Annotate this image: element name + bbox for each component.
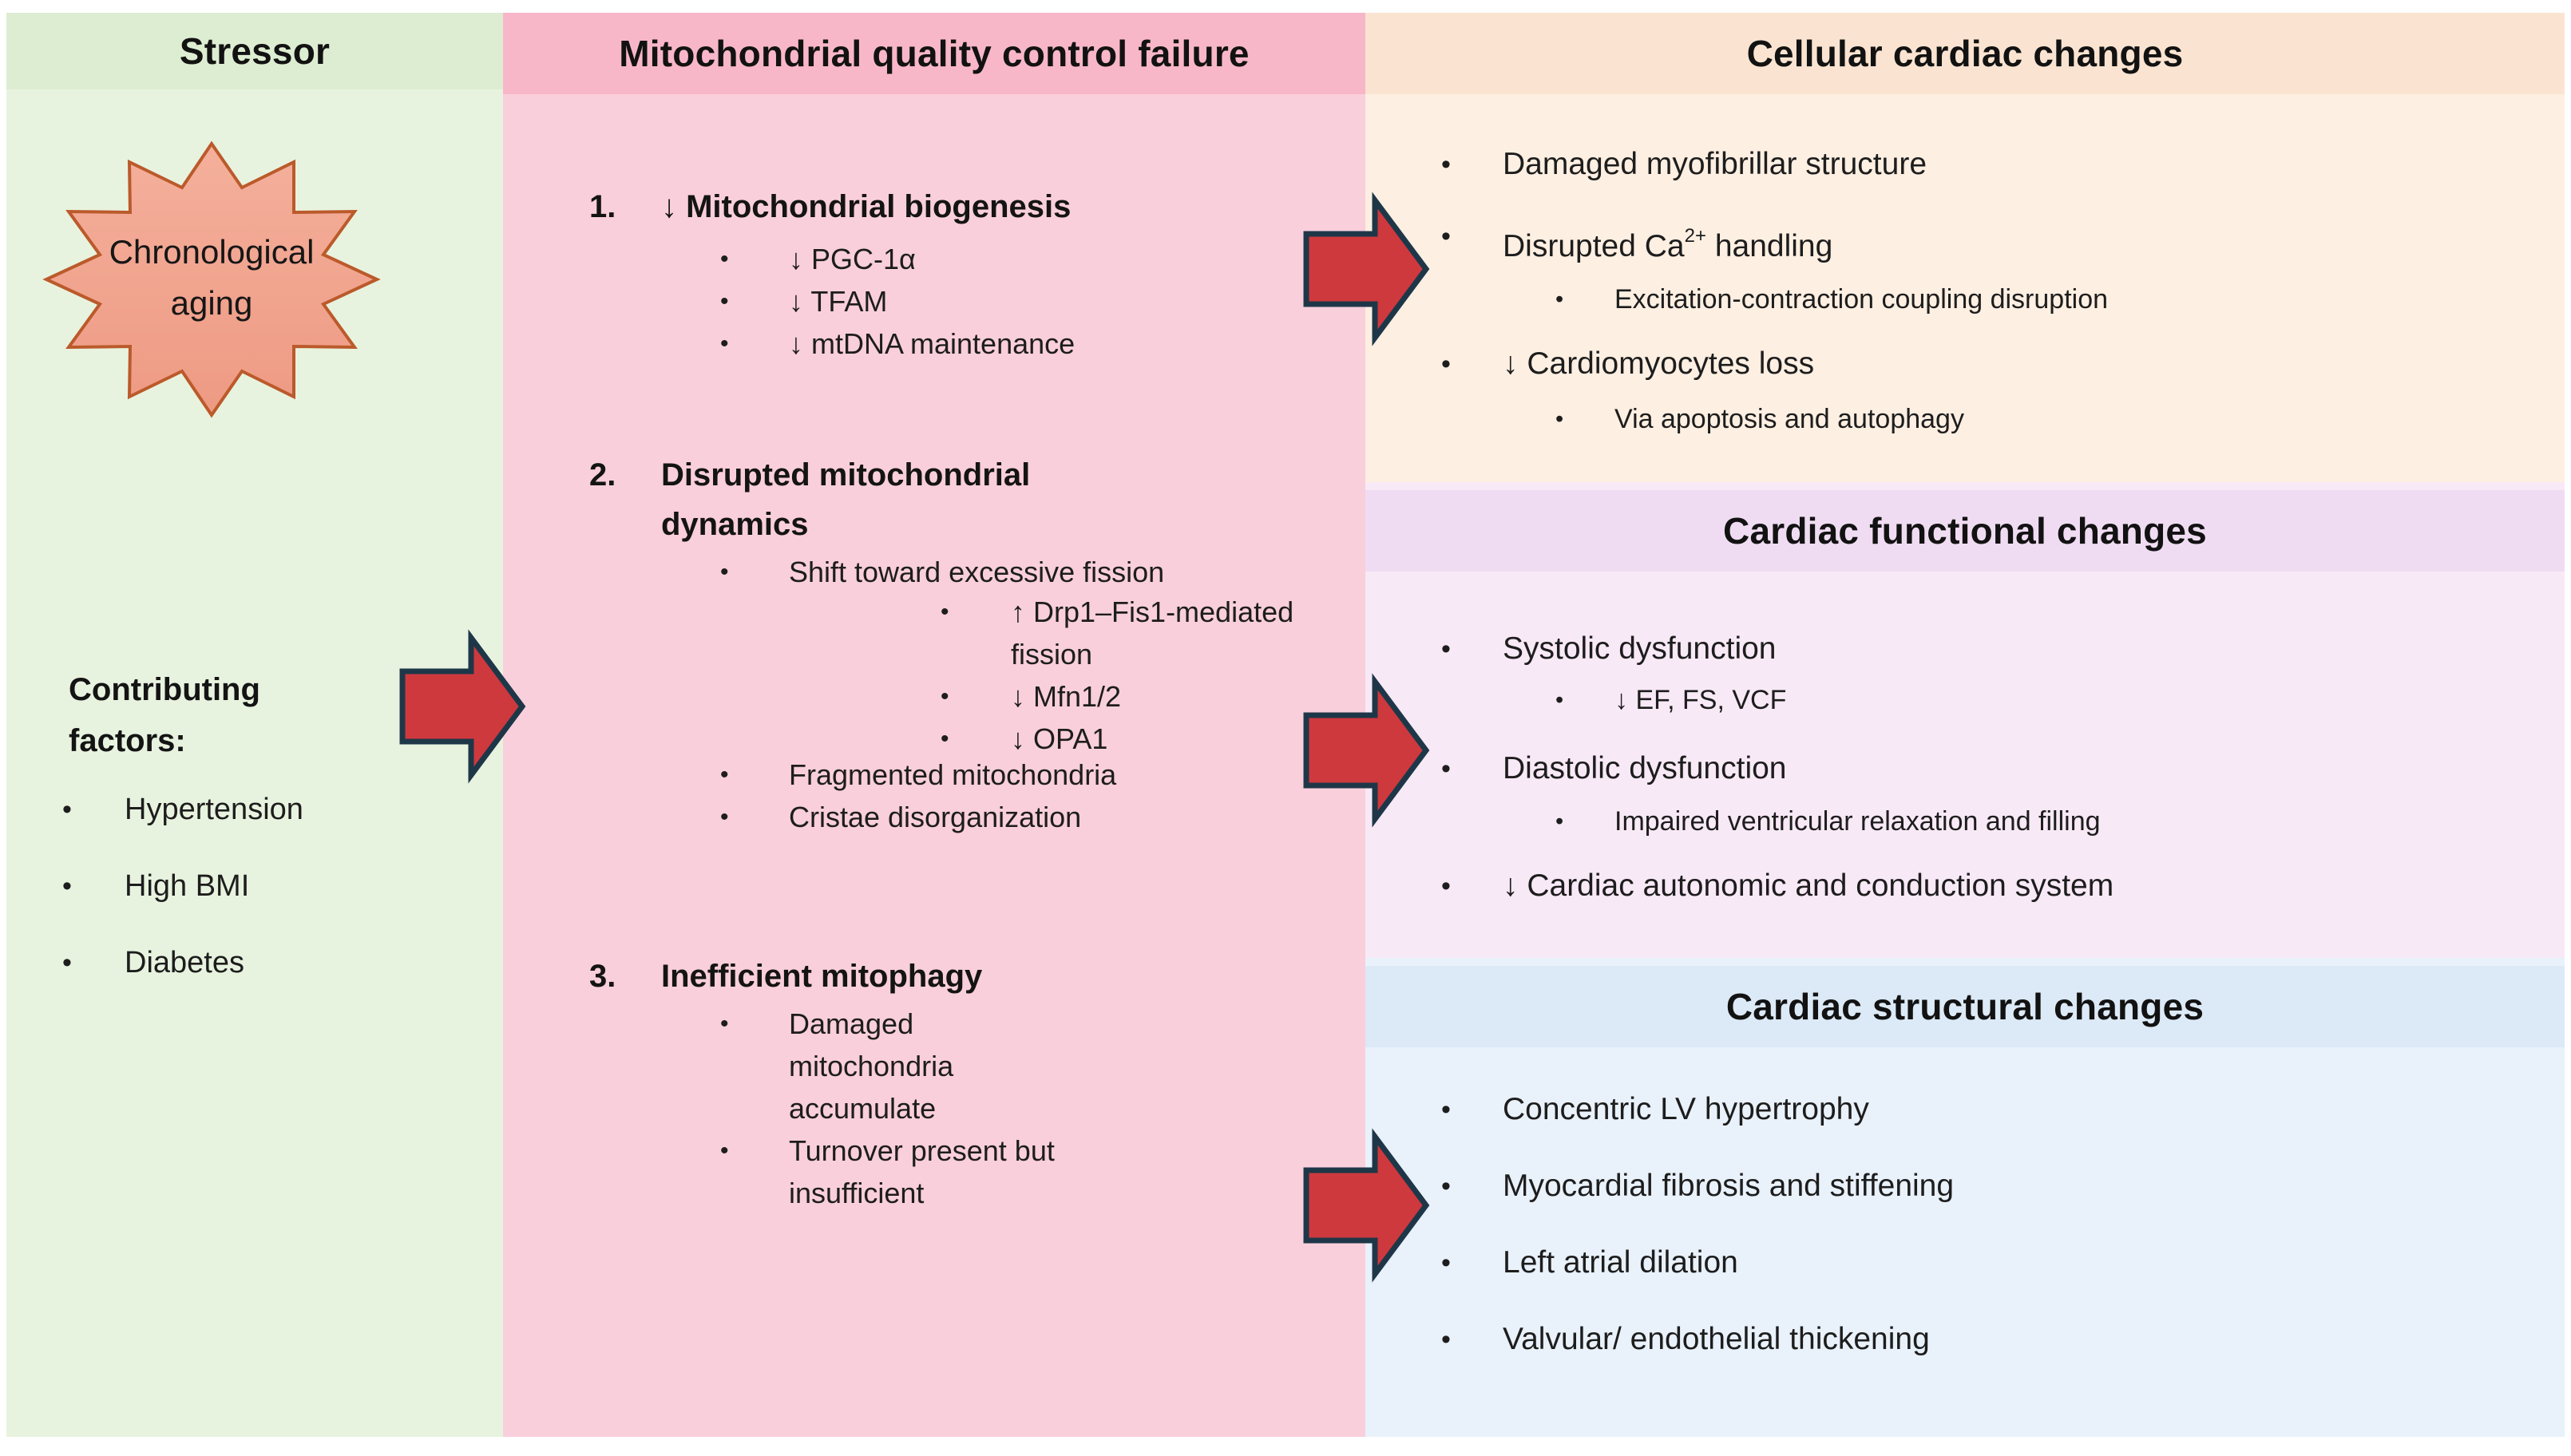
list-item: ↑ Drp1–Fis1-mediated fission xyxy=(941,591,1324,675)
mqcf-mitophagy-bullets: Damaged mitochondria accumulate Turnover… xyxy=(720,1003,1064,1214)
mqcf-dynamics-subbullets: ↑ Drp1–Fis1-mediated fission ↓ Mfn1/2 ↓ … xyxy=(941,591,1324,760)
cellular-changes-panel: Cellular cardiac changes Damaged myofibr… xyxy=(1365,13,2565,482)
item-title: Inefficient mitophagy xyxy=(661,959,983,994)
starburst-label-line1: Chronological xyxy=(109,233,315,271)
list-item: High BMI xyxy=(62,868,446,904)
functional-changes-panel: Cardiac functional changes Systolic dysf… xyxy=(1365,482,2565,958)
stressor-header: Stressor xyxy=(6,13,503,89)
structural-changes-header: Cardiac structural changes xyxy=(1365,966,2565,1047)
list-item: ↓ EF, FS, VCF xyxy=(1555,680,2571,720)
list-item: ↓ PGC-1α xyxy=(720,238,1295,280)
contributing-factors-list: Hypertension High BMI Diabetes xyxy=(62,792,446,1022)
flow-arrow-icon xyxy=(1303,1128,1430,1283)
ca-superscript: 2+ xyxy=(1684,225,1706,247)
list-item: Left atrial dilation xyxy=(1441,1245,2495,1280)
list-item: Myocardial fibrosis and stiffening xyxy=(1441,1169,2495,1204)
structural-changes-list: Concentric LV hypertrophy Myocardial fib… xyxy=(1441,1092,2495,1399)
list-item: Concentric LV hypertrophy xyxy=(1441,1092,2495,1127)
list-item: Damaged myofibrillar structure xyxy=(1441,142,2557,187)
list-item: ↓ Mfn1/2 xyxy=(941,675,1324,718)
flow-arrow-icon xyxy=(399,629,526,784)
cellular-changes-header: Cellular cardiac changes xyxy=(1365,13,2565,94)
item-title: ↓ Mitochondrial biogenesis xyxy=(661,189,1072,224)
ca-handling-post: handling xyxy=(1705,229,1833,263)
mqcf-header-title: Mitochondrial quality control failure xyxy=(619,33,1250,74)
functional-changes-title: Cardiac functional changes xyxy=(1723,510,2207,552)
list-item: Diastolic dysfunction xyxy=(1441,746,2557,791)
item-title: Disrupted mitochondrial dynamics xyxy=(661,457,1031,542)
list-item: Excitation-contraction coupling disrupti… xyxy=(1555,279,2571,319)
list-item: ↓ Cardiac autonomic and conduction syste… xyxy=(1441,864,2557,908)
flow-arrow-icon xyxy=(1303,673,1430,828)
stressor-header-title: Stressor xyxy=(179,30,331,72)
structural-changes-panel: Cardiac structural changes Concentric LV… xyxy=(1365,958,2565,1437)
list-item: Via apoptosis and autophagy xyxy=(1555,399,2571,439)
mqcf-column: Mitochondrial quality control failure 1.… xyxy=(503,13,1365,1437)
mqcf-biogenesis-bullets: ↓ PGC-1α ↓ TFAM ↓ mtDNA maintenance xyxy=(720,238,1295,365)
item-number: 3. xyxy=(589,959,616,994)
list-item: Turnover present but insufficient xyxy=(720,1130,1064,1214)
flow-arrow-icon xyxy=(1303,192,1430,346)
list-item: Impaired ventricular relaxation and fill… xyxy=(1555,801,2571,841)
list-item: ↓ TFAM xyxy=(720,280,1295,322)
list-item: Hypertension xyxy=(62,792,446,827)
list-item: Valvular/ endothelial thickening xyxy=(1441,1322,2495,1357)
list-item: ↓ mtDNA maintenance xyxy=(720,322,1295,365)
starburst-label-line2: aging xyxy=(170,284,253,322)
mqcf-header: Mitochondrial quality control failure xyxy=(503,13,1365,94)
item-number: 1. xyxy=(589,189,616,224)
list-item: Damaged mitochondria accumulate xyxy=(720,1003,1064,1130)
list-item: Fragmented mitochondria xyxy=(720,754,1295,796)
functional-changes-header: Cardiac functional changes xyxy=(1365,490,2565,572)
ca-handling-pre: Disrupted Ca xyxy=(1503,229,1685,263)
item-number: 2. xyxy=(589,457,616,493)
mqcf-dynamics-bullet: Shift toward excessive fission xyxy=(720,551,1295,593)
list-item: Cristae disorganization xyxy=(720,796,1295,838)
cellular-changes-title: Cellular cardiac changes xyxy=(1746,33,2184,74)
list-item: Diabetes xyxy=(62,945,446,980)
list-item: Shift toward excessive fission xyxy=(720,551,1295,593)
list-item: ↓ Cardiomyocytes loss xyxy=(1441,342,2557,386)
list-item: Systolic dysfunction xyxy=(1441,627,2557,671)
starburst-label: Chronological aging xyxy=(40,227,383,329)
structural-changes-title: Cardiac structural changes xyxy=(1725,986,2205,1027)
starburst-icon xyxy=(42,140,381,418)
contributing-factors-heading: Contributing factors: xyxy=(69,672,260,758)
list-item: ↓ OPA1 xyxy=(941,718,1324,760)
mqcf-dynamics-bullets-after: Fragmented mitochondria Cristae disorgan… xyxy=(720,754,1295,838)
list-item: Disrupted Ca2+ handling xyxy=(1441,214,2557,269)
